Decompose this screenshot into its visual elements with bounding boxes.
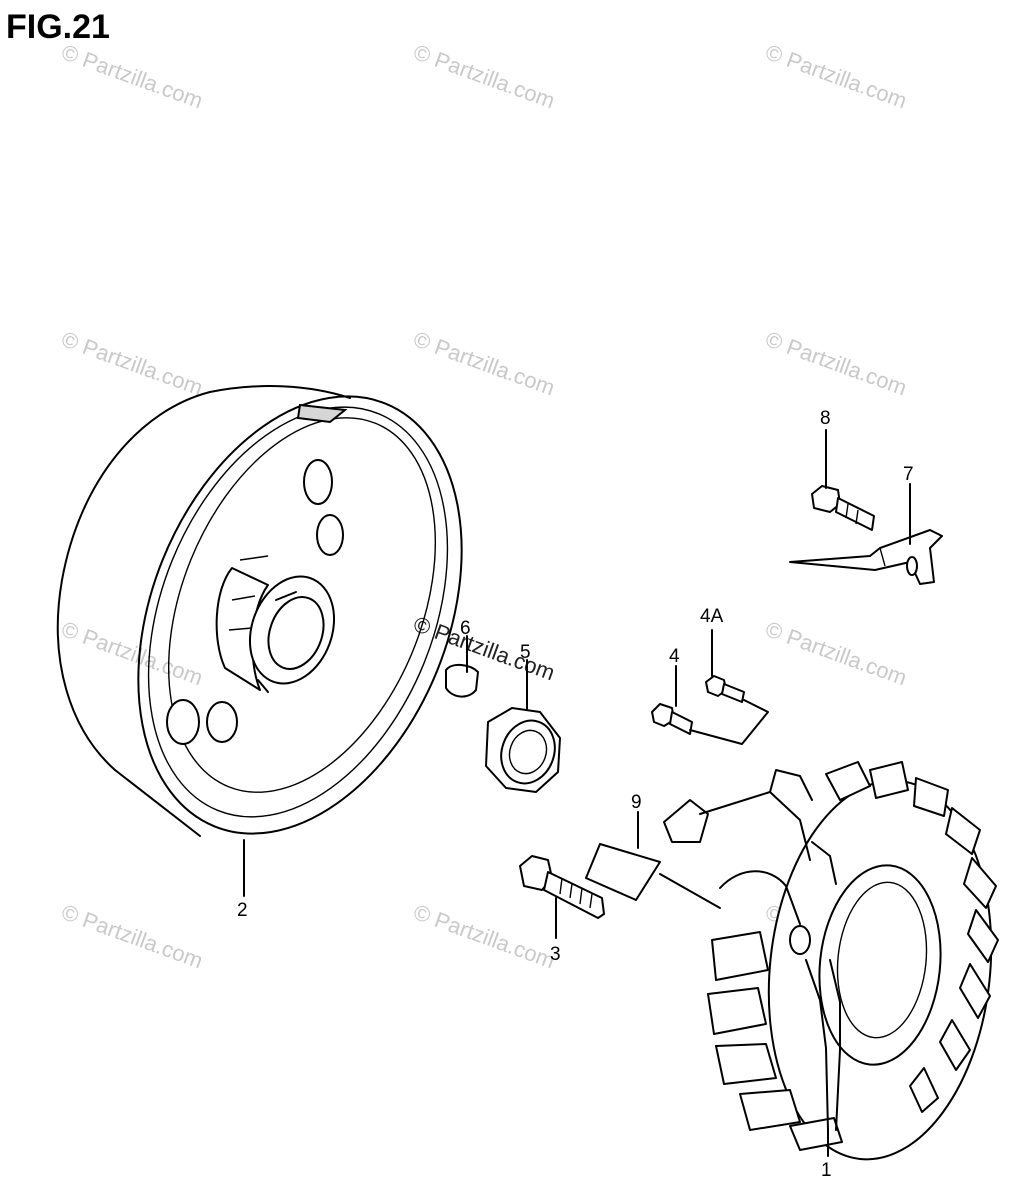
watermark: © Partzilla.com (410, 326, 558, 400)
watermark: © Partzilla.com (410, 611, 558, 685)
watermark: © Partzilla.com (410, 39, 558, 113)
callout-2: 2 (237, 900, 248, 921)
key (445, 664, 479, 698)
callout-6: 6 (460, 618, 471, 639)
rotor-bolt (519, 855, 605, 919)
watermark: © Partzilla.com (58, 899, 206, 973)
callout-1: 1 (821, 1160, 832, 1181)
callout-8: 8 (820, 408, 831, 429)
watermarks: © Partzilla.com © Partzilla.com © Partzi… (58, 39, 910, 973)
callouts: 2 6 5 3 4 4A 8 7 9 1 (237, 408, 914, 1181)
pickup-screw (705, 675, 745, 703)
watermark: © Partzilla.com (410, 899, 558, 973)
watermark: © Partzilla.com (762, 616, 910, 690)
rotor-flywheel (56, 385, 463, 837)
figure-title: FIG.21 (6, 8, 110, 46)
wire-clamp (789, 529, 943, 585)
watermark: © Partzilla.com (58, 616, 206, 690)
callout-5: 5 (520, 642, 531, 663)
clamp-bolt (811, 485, 875, 531)
callout-4a: 4A (700, 606, 724, 627)
callout-9: 9 (631, 792, 642, 813)
watermark: © Partzilla.com (58, 39, 206, 113)
watermark: © Partzilla.com (58, 326, 206, 400)
watermark: © Partzilla.com (762, 39, 910, 113)
callout-3: 3 (550, 944, 561, 965)
watermark: © Partzilla.com (762, 326, 910, 400)
rotor-nut (485, 707, 561, 793)
label-plate (585, 843, 661, 901)
stator-assembly (663, 761, 999, 1161)
leader-lines (243, 429, 911, 1157)
callout-7: 7 (903, 464, 914, 485)
callout-4: 4 (669, 646, 680, 667)
stator-screw (651, 703, 693, 735)
